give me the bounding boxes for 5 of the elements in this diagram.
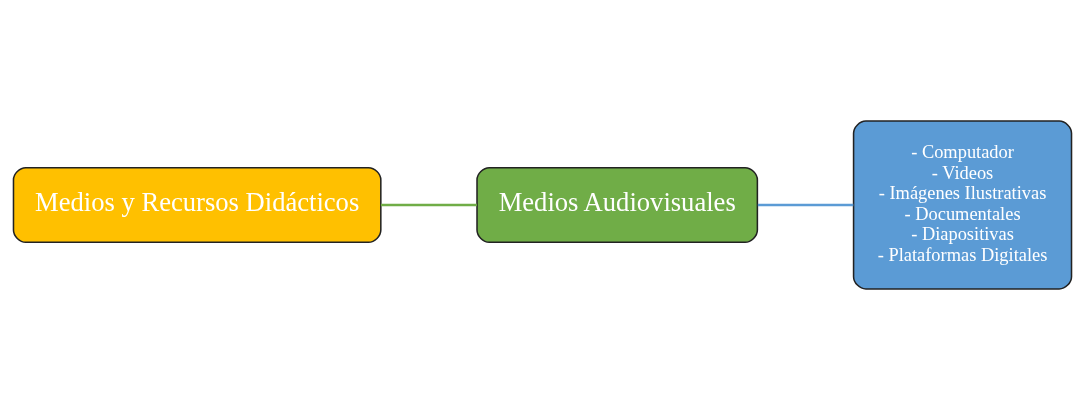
node-box: Medios Audiovisuales xyxy=(476,166,759,244)
node-box: - Computador - Videos - Imágenes Ilustrativas - Documentales - Diapositivas - Plataformas Digitales xyxy=(852,120,1073,290)
connector xyxy=(757,203,854,207)
connector xyxy=(380,203,477,207)
node-box: Medios y Recursos Didácticos xyxy=(12,166,382,244)
